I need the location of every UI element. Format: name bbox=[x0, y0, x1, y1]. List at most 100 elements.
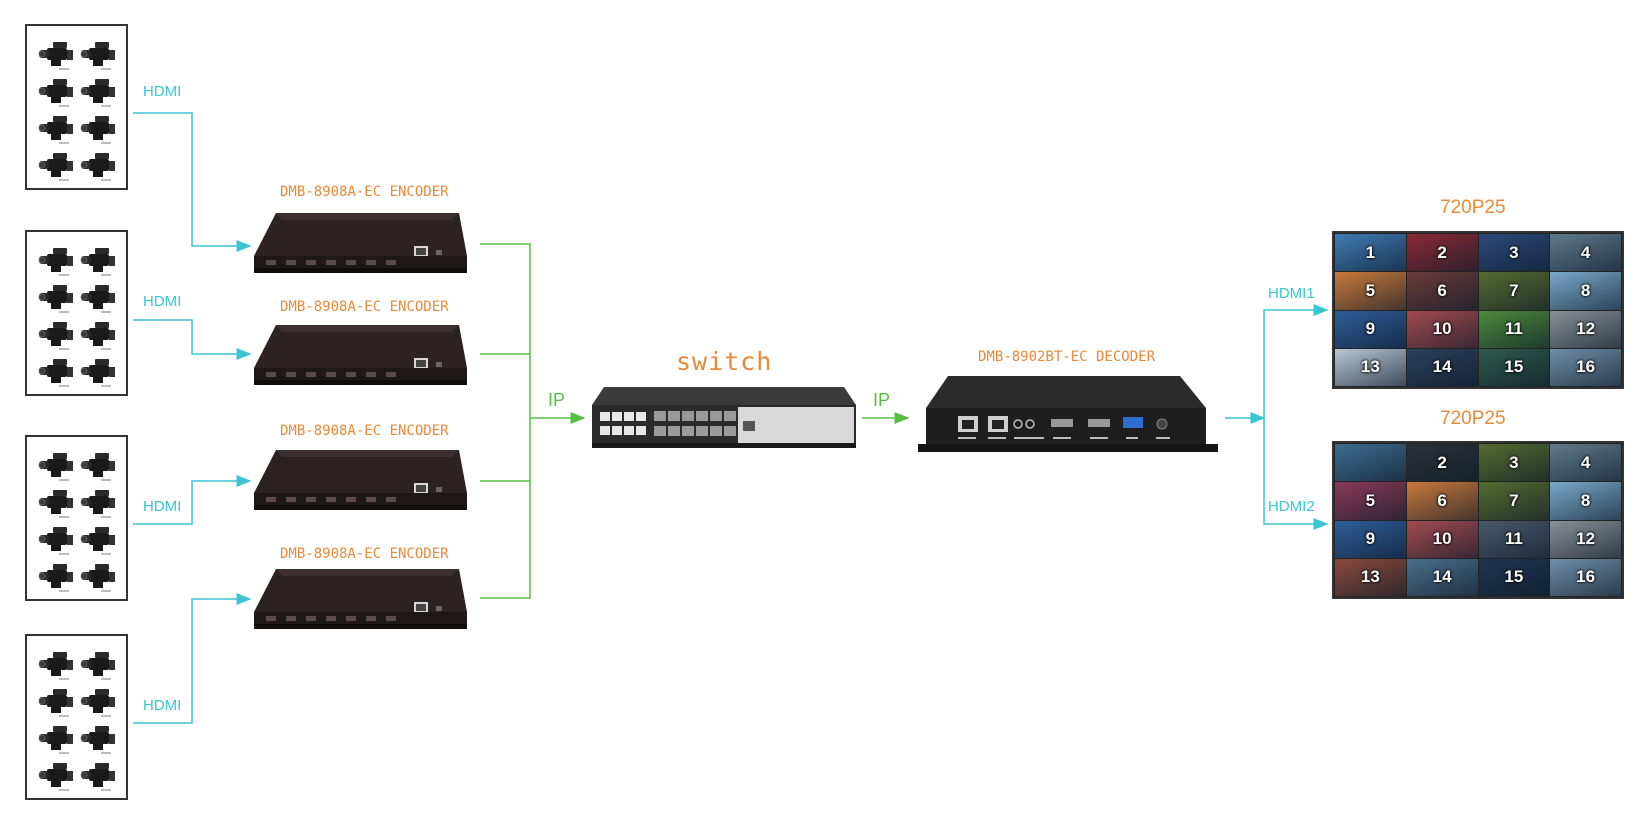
video-tile: 2 bbox=[1406, 234, 1478, 272]
hdmi1-label: HDMI1 bbox=[1268, 285, 1315, 302]
camera-icon bbox=[79, 523, 119, 557]
camera-group-3 bbox=[25, 435, 128, 601]
tile-number: 2 bbox=[1437, 242, 1447, 262]
hdmi-line-2 bbox=[133, 319, 252, 360]
video-tile: 14 bbox=[1406, 348, 1478, 386]
video-tile bbox=[1335, 444, 1406, 482]
camera-grid bbox=[37, 449, 119, 597]
ip-label-switch: IP bbox=[873, 390, 891, 410]
tile-number: 16 bbox=[1576, 357, 1596, 377]
tile-number: 6 bbox=[1437, 490, 1447, 510]
hdmi-line-1 bbox=[133, 112, 252, 252]
tile-number: 15 bbox=[1504, 567, 1524, 587]
network-switch-device bbox=[588, 385, 858, 450]
video-tile: 6 bbox=[1406, 482, 1478, 520]
camera-grid bbox=[37, 38, 119, 186]
camera-group-1 bbox=[25, 24, 128, 190]
tile-number: 9 bbox=[1365, 319, 1376, 339]
video-tile: 12 bbox=[1550, 310, 1621, 348]
camera-icon bbox=[37, 523, 77, 557]
camera-icon bbox=[37, 281, 77, 315]
camera-icon bbox=[37, 486, 77, 520]
camera-icon bbox=[37, 449, 77, 483]
camera-icon bbox=[37, 759, 77, 793]
video-tile: 10 bbox=[1406, 310, 1478, 348]
encoder-device-4 bbox=[254, 566, 469, 632]
tile-number: 11 bbox=[1504, 529, 1523, 549]
video-tile: 3 bbox=[1478, 444, 1550, 482]
encoder-label-1: DMB-8908A-EC ENCODER bbox=[280, 184, 449, 200]
camera-icon bbox=[79, 486, 119, 520]
camera-icon bbox=[79, 449, 119, 483]
camera-icon bbox=[79, 722, 119, 756]
tile-number: 1 bbox=[1365, 242, 1376, 262]
camera-icon bbox=[37, 75, 77, 109]
video-tile: 16 bbox=[1550, 348, 1621, 386]
resolution-label-1: 720P25 bbox=[1440, 197, 1506, 218]
video-tile: 8 bbox=[1550, 482, 1621, 520]
tile-number: 4 bbox=[1580, 452, 1591, 472]
tile-number: 13 bbox=[1360, 357, 1380, 377]
video-tile: 7 bbox=[1478, 272, 1550, 310]
camera-grid bbox=[37, 244, 119, 392]
hdmi-label-3: HDMI bbox=[143, 498, 182, 515]
hdmi2-line bbox=[1263, 418, 1329, 530]
hdmi-label-2: HDMI bbox=[143, 293, 182, 310]
video-tile: 10 bbox=[1406, 520, 1478, 558]
encoder-device-1 bbox=[254, 210, 469, 276]
camera-icon bbox=[79, 38, 119, 72]
camera-icon bbox=[37, 38, 77, 72]
video-tile: 4 bbox=[1550, 444, 1621, 482]
tile-number: 11 bbox=[1504, 319, 1523, 339]
video-tile: 7 bbox=[1478, 482, 1550, 520]
switch-label: switch bbox=[676, 347, 773, 376]
camera-icon bbox=[79, 560, 119, 594]
video-tile: 5 bbox=[1335, 272, 1406, 310]
video-tile: 3 bbox=[1478, 234, 1550, 272]
hdmi-line-4 bbox=[133, 593, 252, 724]
tile-number: 5 bbox=[1365, 280, 1376, 300]
decoder-label: DMB-8902BT-EC DECODER bbox=[978, 349, 1156, 365]
video-tile: 9 bbox=[1335, 520, 1406, 558]
camera-icon bbox=[79, 318, 119, 352]
camera-icon bbox=[37, 149, 77, 183]
video-tile: 4 bbox=[1550, 234, 1621, 272]
camera-icon bbox=[79, 244, 119, 278]
decoder-device bbox=[918, 372, 1218, 457]
video-tile: 11 bbox=[1478, 520, 1550, 558]
video-tile: 13 bbox=[1335, 348, 1406, 386]
camera-icon bbox=[79, 648, 119, 682]
camera-icon bbox=[37, 355, 77, 389]
tile-number: 8 bbox=[1580, 490, 1591, 510]
hdmi1-line bbox=[1263, 304, 1329, 418]
camera-icon bbox=[37, 685, 77, 719]
tile-number: 16 bbox=[1576, 567, 1596, 587]
tile-number: 10 bbox=[1432, 319, 1452, 339]
encoder-label-3: DMB-8908A-EC ENCODER bbox=[280, 423, 449, 439]
video-tile: 14 bbox=[1406, 558, 1478, 596]
tile-number: 7 bbox=[1509, 280, 1519, 300]
camera-icon bbox=[79, 759, 119, 793]
video-tile: 2 bbox=[1406, 444, 1478, 482]
tile-number: 5 bbox=[1365, 490, 1376, 510]
camera-group-4 bbox=[25, 634, 128, 800]
encoder-device-2 bbox=[254, 322, 469, 388]
camera-icon bbox=[79, 355, 119, 389]
tile-number: 9 bbox=[1365, 529, 1376, 549]
camera-icon bbox=[37, 722, 77, 756]
encoder-label-4: DMB-8908A-EC ENCODER bbox=[280, 546, 449, 562]
video-tile: 9 bbox=[1335, 310, 1406, 348]
camera-icon bbox=[79, 75, 119, 109]
camera-icon bbox=[37, 560, 77, 594]
tile-number: 15 bbox=[1504, 357, 1524, 377]
video-tile: 5 bbox=[1335, 482, 1406, 520]
hdmi-line-3 bbox=[133, 475, 252, 525]
hdmi-label-1: HDMI bbox=[143, 83, 182, 100]
ip-line-enc1 bbox=[480, 243, 531, 420]
video-tile: 13 bbox=[1335, 558, 1406, 596]
hdmi-label-4: HDMI bbox=[143, 697, 182, 714]
camera-icon bbox=[37, 112, 77, 146]
tile-number: 2 bbox=[1437, 452, 1447, 472]
